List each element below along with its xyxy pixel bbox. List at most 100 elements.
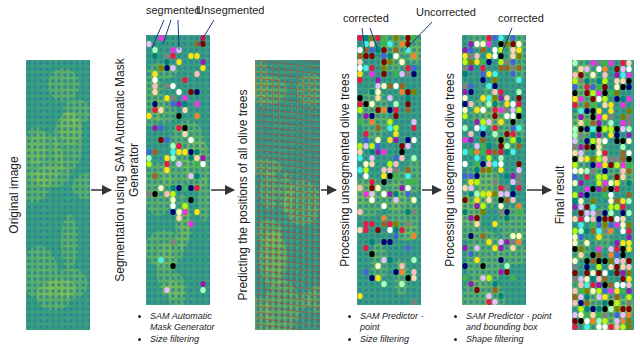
- tree-mask: [480, 149, 485, 155]
- tree-mask: [516, 89, 521, 95]
- tree-mask: [590, 258, 595, 264]
- tree-mask: [608, 114, 613, 120]
- tree-mask: [602, 66, 607, 72]
- tree-mask: [200, 65, 205, 71]
- tree-mask: [510, 233, 515, 239]
- tree-mask: [572, 162, 577, 168]
- tree-mask: [387, 137, 392, 143]
- tree-mask: [516, 143, 521, 149]
- grid-line: [255, 192, 320, 200]
- tree-mask: [620, 258, 625, 264]
- tree-mask: [152, 77, 157, 83]
- tree-mask: [578, 72, 583, 78]
- tree-mask: [590, 96, 595, 102]
- tree-mask: [602, 288, 607, 294]
- flow-arrow: [211, 189, 234, 191]
- tree-mask: [486, 155, 491, 161]
- tree-mask: [516, 173, 521, 179]
- tree-mask: [596, 114, 601, 120]
- tree-mask: [614, 96, 619, 102]
- tree-mask: [405, 179, 410, 185]
- tree-mask: [405, 107, 410, 113]
- tree-mask: [411, 269, 416, 275]
- tree-mask: [602, 60, 607, 66]
- tree-mask: [516, 203, 521, 209]
- tree-mask: [614, 258, 619, 264]
- tree-mask: [572, 156, 577, 162]
- tree-mask: [170, 143, 175, 149]
- tree-mask: [602, 72, 607, 78]
- tree-mask: [393, 155, 398, 161]
- tree-mask: [411, 125, 416, 131]
- tree-mask: [369, 179, 374, 185]
- tree-mask: [474, 41, 479, 47]
- tree-mask: [492, 107, 497, 113]
- tree-mask: [614, 324, 619, 330]
- tree-mask: [504, 107, 509, 113]
- tree-mask: [194, 113, 199, 119]
- tree-mask: [572, 204, 577, 210]
- flow-arrow: [527, 189, 551, 191]
- tree-mask: [375, 95, 380, 101]
- tree-mask: [608, 102, 613, 108]
- tree-mask: [492, 149, 497, 155]
- tree-mask: [608, 198, 613, 204]
- tree-mask: [578, 306, 583, 312]
- tree-mask: [504, 269, 509, 275]
- tree-mask: [188, 155, 193, 161]
- tree-mask: [387, 125, 392, 131]
- tree-mask: [584, 228, 589, 234]
- tree-mask: [596, 246, 601, 252]
- tree-mask: [608, 264, 613, 270]
- tree-mask: [626, 108, 631, 114]
- tree-mask: [620, 138, 625, 144]
- method-item: SAM Predictor - point: [360, 311, 442, 333]
- tree-mask: [614, 282, 619, 288]
- tree-mask: [375, 275, 380, 281]
- grid-line: [255, 216, 320, 224]
- tree-mask: [405, 209, 410, 215]
- tree-mask: [620, 84, 625, 90]
- tree-mask: [584, 120, 589, 126]
- tree-mask: [486, 191, 491, 197]
- tree-mask: [486, 161, 491, 167]
- tree-mask: [572, 300, 577, 306]
- tree-mask: [590, 90, 595, 96]
- tree-mask: [584, 216, 589, 222]
- tree-mask: [516, 125, 521, 131]
- tree-mask: [164, 287, 169, 293]
- grid-line: [255, 60, 320, 68]
- tree-mask: [492, 83, 497, 89]
- tree-mask: [602, 84, 607, 90]
- annotation-label: corrected: [498, 12, 544, 25]
- tree-mask: [462, 173, 467, 179]
- tree-mask: [170, 209, 175, 215]
- tree-mask: [572, 90, 577, 96]
- tree-mask: [578, 108, 583, 114]
- tree-mask: [387, 227, 392, 233]
- tree-mask: [572, 312, 577, 318]
- tree-mask: [504, 149, 509, 155]
- tree-mask: [194, 71, 199, 77]
- tree-mask: [176, 59, 181, 65]
- tree-mask: [194, 185, 199, 191]
- tree-mask: [516, 65, 521, 71]
- tree-mask: [602, 162, 607, 168]
- grid-line: [255, 72, 320, 80]
- tree-mask: [584, 84, 589, 90]
- grid-line: [255, 168, 320, 176]
- tree-mask: [492, 287, 497, 293]
- tree-mask: [363, 137, 368, 143]
- tree-mask: [357, 209, 362, 215]
- tree-mask: [393, 173, 398, 179]
- tree-mask: [152, 83, 157, 89]
- tree-mask: [620, 102, 625, 108]
- tree-mask: [590, 276, 595, 282]
- tree-mask: [480, 209, 485, 215]
- tree-mask: [620, 174, 625, 180]
- tree-mask: [474, 203, 479, 209]
- tree-mask: [620, 216, 625, 222]
- tree-mask: [584, 90, 589, 96]
- tree-mask: [170, 47, 175, 53]
- tree-mask: [584, 240, 589, 246]
